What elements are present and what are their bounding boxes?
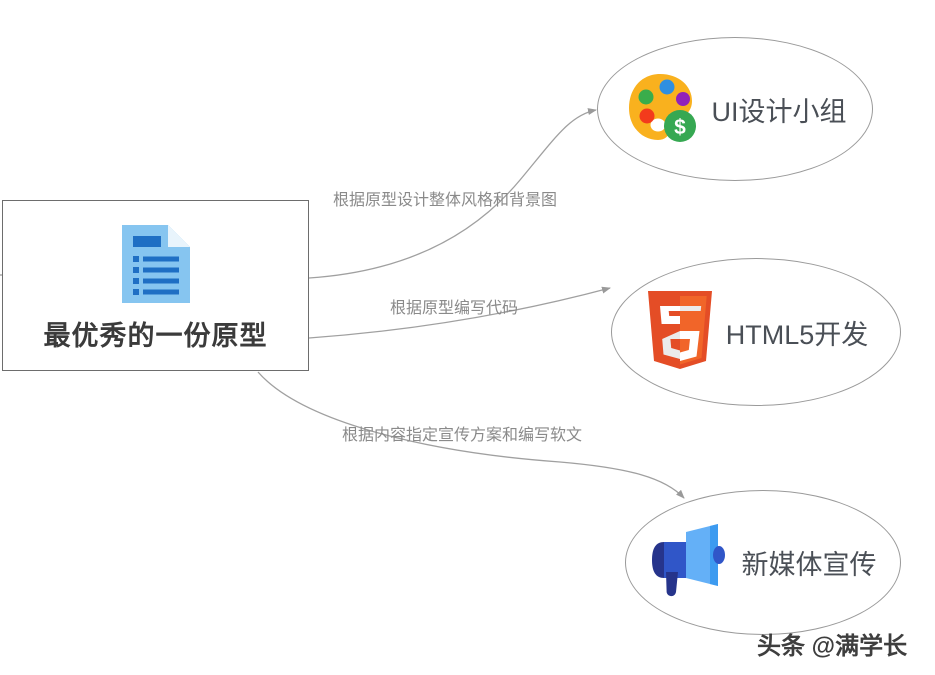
document-list-icon — [120, 223, 192, 310]
watermark-text: 头条 @满学长 — [757, 633, 908, 660]
html5-shield-icon — [644, 289, 716, 376]
node-new-media[interactable]: 新媒体宣传 — [625, 490, 901, 635]
node-source-prototype[interactable]: 最优秀的一份原型 — [2, 200, 309, 371]
edge-to-html5-path[interactable] — [308, 286, 611, 339]
edge-label-new-media: 根据内容指定宣传方案和编写软文 — [342, 427, 583, 444]
edge-to-new-media-path[interactable] — [257, 371, 685, 499]
node-html5-dev-label: HTML5开发 — [725, 319, 869, 350]
svg-text:$: $ — [674, 116, 686, 139]
edge-label-ui-design: 根据原型设计整体风格和背景图 — [333, 192, 558, 209]
edge-label-html5: 根据原型编写代码 — [390, 300, 519, 317]
node-ui-design-label: UI设计小组 — [711, 96, 847, 127]
node-ui-design[interactable]: $ UI设计小组 — [597, 37, 873, 181]
node-source-label: 最优秀的一份原型 — [43, 320, 268, 351]
paint-palette-icon: $ — [624, 68, 702, 151]
megaphone-icon — [650, 522, 732, 603]
edge-to-ui-design-path[interactable] — [308, 108, 597, 279]
node-html5-dev[interactable]: HTML5开发 — [611, 258, 901, 406]
node-new-media-label: 新媒体宣传 — [741, 550, 877, 580]
